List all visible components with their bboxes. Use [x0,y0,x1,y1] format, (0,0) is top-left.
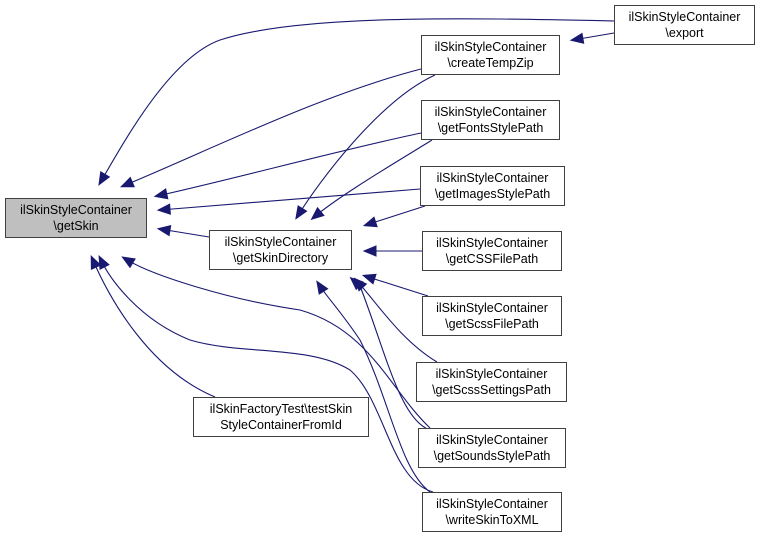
arrowhead-icon [349,276,364,291]
node-label-class: ilSkinStyleContainer [20,203,132,217]
node-label-class: ilSkinStyleContainer [436,497,548,511]
node-label-class: ilSkinStyleContainer [436,301,548,315]
node-label-method: \getScssFilePath [445,317,539,331]
node-label-method: \getFontsStylePath [437,121,544,135]
node-label-method: \writeSkinToXML [445,513,539,527]
arrowhead-icon [295,205,308,220]
edge-getFontsStylePath-to-getSkin [156,132,422,197]
arrowhead-icon [316,280,329,295]
node-testSkinStyleContainerFromId[interactable]: ilSkinFactoryTest\testSkin StyleContaine… [193,397,369,437]
node-label-class: ilSkinStyleContainer [435,367,548,381]
node-label-class: ilSkinStyleContainer [224,235,337,249]
arrowhead-icon [98,255,110,270]
node-label-class: ilSkinStyleContainer [436,171,549,185]
node-label-class: ilSkinFactoryTest\testSkin [209,402,353,416]
node-label-class: ilSkinStyleContainer [436,433,548,447]
edge-getSoundsStylePath-to-getSkin [123,257,431,429]
edge-createTempZip-to-getSkin [122,68,422,187]
node-getSoundsStylePath[interactable]: ilSkinStyleContainer \getSoundsStylePath [418,428,566,468]
node-label-method: \getCSSFilePath [445,252,539,266]
edge-getSoundsStylePath-to-getSkinDirectory [351,278,431,431]
node-getScssSettingsPath[interactable]: ilSkinStyleContainer \getScssSettingsPat… [416,362,567,402]
edge-writeSkinToXML-to-getSkin [99,257,434,493]
node-label-class: ilSkinStyleContainer [434,105,547,119]
edge-getFontsStylePath-to-getSkinDirectory [312,139,433,219]
arrowhead-icon [362,216,378,228]
arrowhead-icon [98,170,111,186]
edge-testSkin-to-getSkin [91,257,216,398]
node-label-method: \getSoundsStylePath [433,449,551,463]
node-getFontsStylePath[interactable]: ilSkinStyleContainer \getFontsStylePath [421,100,560,140]
node-label-method: StyleContainerFromId [220,418,342,432]
arrowhead-icon [90,255,102,270]
arrowhead-icon [361,273,377,285]
node-getCSSFilePath[interactable]: ilSkinStyleContainer \getCSSFilePath [422,231,562,271]
edge-createTempZip-to-getSkinDirectory [296,74,436,218]
node-label-class: ilSkinStyleContainer [434,40,547,54]
arrowhead-icon [156,225,172,237]
node-label-method: \getSkinDirectory [232,251,329,265]
arrowhead-icon [310,206,325,221]
node-label-method: \getSkin [53,219,99,233]
node-getSkinDirectory[interactable]: ilSkinStyleContainer \getSkinDirectory [209,230,352,270]
edge-export-to-getSkin [99,18,615,184]
node-getScssFilePath[interactable]: ilSkinStyleContainer \getScssFilePath [422,296,562,336]
node-export[interactable]: ilSkinStyleContainer \export [614,5,755,45]
arrowhead-icon [362,245,377,257]
node-label-method: \createTempZip [447,56,534,70]
arrowhead-icon [569,32,585,44]
edge-getScssFilePath-to-getSkinDirectory [364,275,429,297]
node-getSkin[interactable]: ilSkinStyleContainer \getSkin [5,198,147,238]
arrowhead-icon [156,203,171,215]
node-label-class: ilSkinStyleContainer [628,10,741,24]
node-writeSkinToXML[interactable]: ilSkinStyleContainer \writeSkinToXML [422,492,562,532]
arrowhead-icon [120,176,135,188]
edge-writeSkinToXML-to-getSkinDirectory [317,282,431,493]
node-createTempZip[interactable]: ilSkinStyleContainer \createTempZip [421,35,560,75]
edge-getImagesStylePath-to-getSkin [159,188,421,211]
node-label-method: \getScssSettingsPath [432,383,551,397]
node-label-class: ilSkinStyleContainer [436,236,548,250]
node-getImagesStylePath[interactable]: ilSkinStyleContainer \getImagesStylePath [420,166,565,206]
node-label-method: \export [665,26,704,40]
arrowhead-icon [153,188,169,200]
arrowhead-icon [121,256,136,269]
node-label-method: \getImagesStylePath [434,187,551,201]
